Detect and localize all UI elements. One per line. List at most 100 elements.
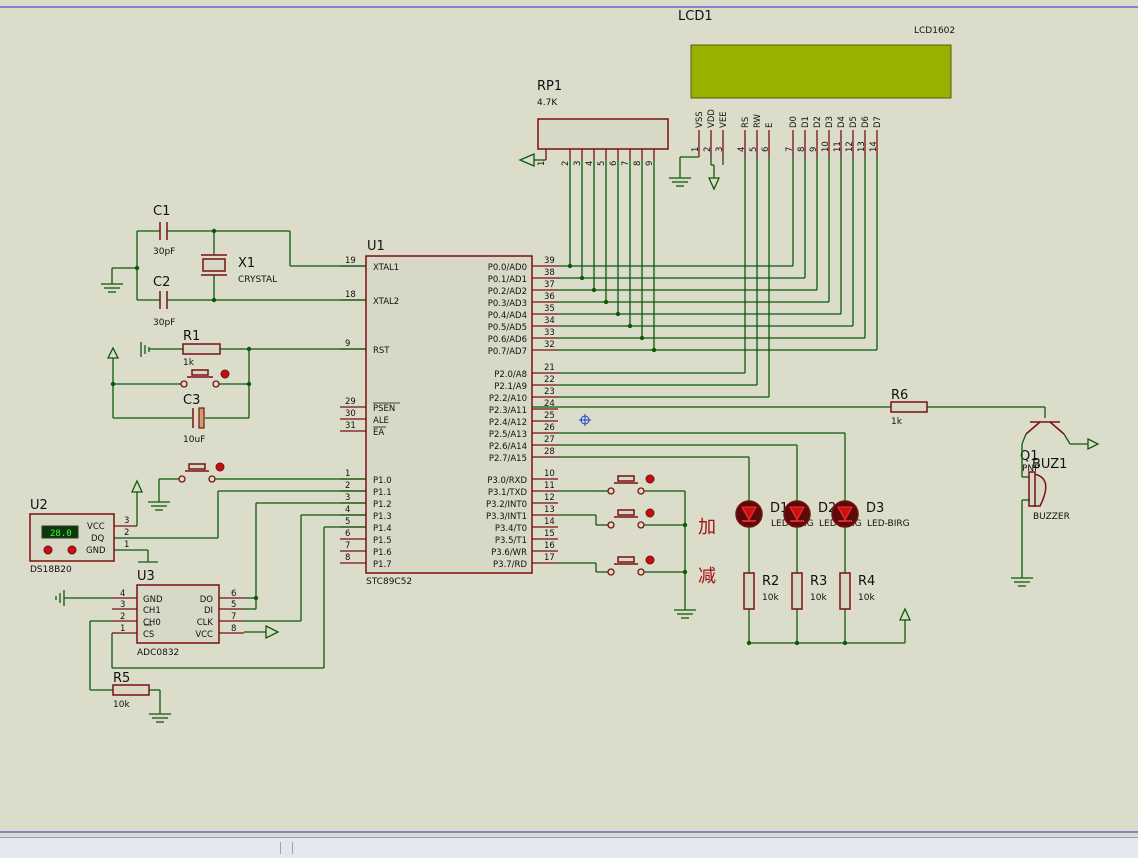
lcd-pin-e: E <box>765 123 775 128</box>
u3-model: ADC0832 <box>137 648 179 658</box>
lcd-pin-num: 11 <box>833 141 843 152</box>
u1-pin-p25a13: P2.5/A13 <box>489 430 527 440</box>
rp1-value: 4.7K <box>537 98 558 108</box>
u1-body <box>365 255 533 574</box>
lcd1[interactable]: LCD1 LCD1602 VSS1VDD2VEE3RS4RW5E6D07D18D… <box>678 9 955 157</box>
u3-pin-vcc: VCC <box>195 630 213 640</box>
u1-pin-p33int1: P3.3/INT1 <box>486 512 527 522</box>
u1-pin-num: 37 <box>544 280 555 290</box>
lcd-pin-num: 10 <box>821 141 831 152</box>
lcd-pin-num: 1 <box>691 147 701 152</box>
buzzer-icon <box>1033 473 1047 507</box>
u3-pin-num: 2 <box>120 612 125 622</box>
svg-text:3: 3 <box>124 516 129 526</box>
rp1-pin-num: 7 <box>621 161 631 166</box>
x1-value: CRYSTAL <box>238 275 277 285</box>
resistor-value: 10k <box>762 593 779 603</box>
label-plus: 加 <box>698 517 716 538</box>
u1-pin-p17: P1.7 <box>373 560 392 570</box>
u1-pin-num: 10 <box>544 469 555 479</box>
r1-body <box>182 343 221 355</box>
lcd1-model: LCD1602 <box>914 26 955 36</box>
u1-pin-num: 33 <box>544 328 555 338</box>
rp1-pin-num: 3 <box>573 161 583 166</box>
lcd-pin-d7: D7 <box>873 116 883 128</box>
power-arrow-icon <box>130 479 144 493</box>
rp1-body <box>537 118 669 150</box>
u1-pin-num: 8 <box>345 553 350 563</box>
u2-pin-dq: DQ <box>91 534 105 544</box>
u1-pin-num: 3 <box>345 493 350 503</box>
u1-pin-p24a12: P2.4/A12 <box>489 418 527 428</box>
p10-button[interactable] <box>130 462 366 520</box>
u1-pin-p12: P1.2 <box>373 500 392 510</box>
u1-pin-p07ad7: P0.7/AD7 <box>488 347 527 357</box>
crystal-icon <box>202 258 226 272</box>
u1-pin-p11: P1.1 <box>373 488 392 498</box>
crosshair-cursor-icon <box>579 414 591 426</box>
u1-pin-p14: P1.4 <box>373 524 392 534</box>
lcd-pin-vee: VEE <box>719 111 729 128</box>
lcd-pin-rw: RW <box>753 113 763 128</box>
clock-circuit[interactable]: C1 30pF C2 30pF X1 CRYSTAL <box>101 204 366 328</box>
rp1-pin-num: 8 <box>633 161 643 166</box>
r6-body <box>890 401 928 413</box>
u1-pin-num: 6 <box>345 529 350 539</box>
u3-body <box>136 584 220 644</box>
led-group[interactable]: D1LED-BIRGR210kD2LED-BIRGR310kD3LED-BIRG… <box>558 432 912 646</box>
u1-pin-num: 38 <box>544 268 555 278</box>
c3-value: 10uF <box>183 435 205 445</box>
u1-pin-p10: P1.0 <box>373 476 392 486</box>
control-buttons[interactable]: 加 减 <box>558 474 716 619</box>
u1-pin-p00ad0: P0.0/AD0 <box>488 263 527 273</box>
lcd-pin-vdd: VDD <box>707 109 717 128</box>
u3-pin-di: DI <box>204 606 213 616</box>
u1-pin-num: 35 <box>544 304 555 314</box>
r5[interactable]: R5 10k <box>90 671 171 723</box>
rp1-pin-num: 2 <box>561 161 571 166</box>
rp1-pin-num: 1 <box>537 161 547 166</box>
lcd-pin-num: 3 <box>715 147 725 152</box>
u1-pin-p20a8: P2.0/A8 <box>494 370 527 380</box>
u1-model: STC89C52 <box>366 577 412 587</box>
u1-pin-p15: P1.5 <box>373 536 392 546</box>
reset-circuit[interactable]: R1 1k C3 10uF <box>106 329 366 445</box>
rp1-pin-num: 5 <box>597 161 607 166</box>
u1-pin-p31txd: P3.1/TXD <box>488 488 528 498</box>
c2-value: 30pF <box>153 318 175 328</box>
label-minus: 减 <box>698 566 716 587</box>
u2[interactable]: U2 28.0 VCC DQ GND 3 2 1 DS18B20 <box>29 490 366 575</box>
buz1-ref: BUZ1 <box>1032 457 1067 472</box>
lcd-pin-d5: D5 <box>849 116 859 128</box>
u1-pin-p03ad3: P0.3/AD3 <box>488 299 527 309</box>
u1-pin-num: 25 <box>544 411 555 421</box>
u1-pin-num: 16 <box>544 541 555 551</box>
u1-pin-rst: RST <box>373 346 390 356</box>
buzzer-driver[interactable]: R6 1k Q1 PNP BUZ1 BUZZER <box>532 388 1100 587</box>
u1-pin-p06ad6: P0.6/AD6 <box>488 335 527 345</box>
u1-pin-p35t1: P3.5/T1 <box>495 536 527 546</box>
u1-pin-p13: P1.3 <box>373 512 392 522</box>
u1[interactable]: U1 STC89C52 19XTAL118XTAL29RST29PSEN30AL… <box>340 239 558 587</box>
u1-pin-num: 12 <box>544 493 555 503</box>
buz1-value: BUZZER <box>1033 512 1070 522</box>
svg-text:1: 1 <box>124 540 129 550</box>
lcd-pin-d3: D3 <box>825 116 835 128</box>
lcd1-ref: LCD1 <box>678 9 713 24</box>
lcd-pin-d4: D4 <box>837 116 847 128</box>
temperature-reading: 28.0 <box>50 529 72 539</box>
u3-pin-gnd: GND <box>143 595 163 605</box>
u3-pin-do: DO <box>200 595 214 605</box>
rp1-pin-num: 6 <box>609 161 619 166</box>
lcd-pin-num: 6 <box>761 147 771 152</box>
u3-pin-num: 5 <box>231 600 236 610</box>
power-arrow-icon <box>1087 437 1100 451</box>
u1-pin-num: 1 <box>345 469 350 479</box>
resistor-body <box>839 572 851 610</box>
lcd-pin-num: 9 <box>809 147 819 152</box>
